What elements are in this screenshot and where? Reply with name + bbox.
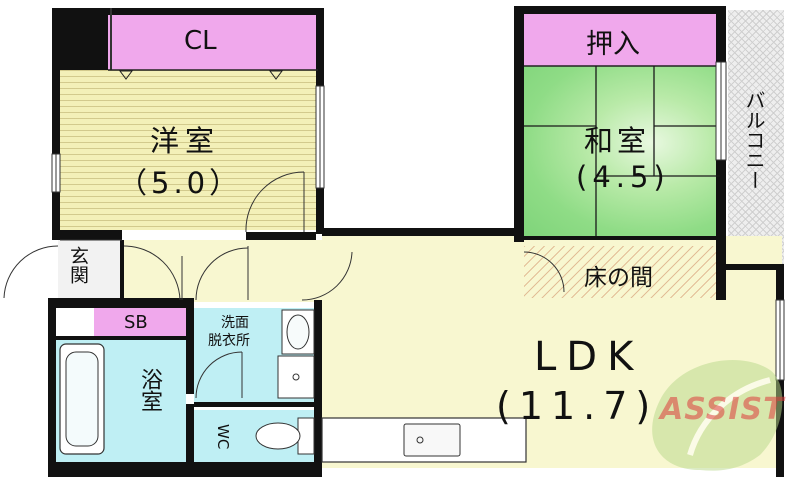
western-room-name: 洋室 <box>150 124 221 158</box>
washroom-label-line2: 脱衣所 <box>208 333 250 349</box>
genkan-floor <box>58 240 122 298</box>
wall <box>50 462 322 477</box>
sb-label: SB <box>124 312 148 333</box>
ldk-size: (11.7) <box>496 384 659 428</box>
wall <box>52 70 60 154</box>
wall <box>322 228 524 236</box>
wall <box>120 240 124 298</box>
bath-label: 浴室 <box>137 368 162 412</box>
wall <box>246 232 316 240</box>
wall <box>776 264 784 300</box>
wall <box>316 8 324 86</box>
wall <box>52 192 60 240</box>
wall <box>48 298 56 477</box>
balcony <box>728 10 784 266</box>
ldk-floor-hall <box>122 240 322 302</box>
wall <box>52 8 322 15</box>
ldk-name: LDK <box>534 334 644 380</box>
wall <box>776 380 784 477</box>
oshiire-closet <box>524 14 720 66</box>
wall <box>186 404 194 462</box>
wall <box>110 8 112 70</box>
closet-cl-label: CL <box>184 26 217 56</box>
genkan-label: 玄関 <box>67 246 89 284</box>
western-room-size: （5.0） <box>118 166 243 200</box>
western-room-floor <box>60 70 318 230</box>
wall <box>48 298 190 308</box>
wall <box>716 160 726 300</box>
closet-cl <box>108 14 318 70</box>
wall <box>316 188 324 234</box>
wall <box>60 230 122 240</box>
balcony-label: バルコニー <box>742 90 766 190</box>
wall <box>56 336 186 340</box>
oshiire-label: 押入 <box>586 29 640 60</box>
washroom-label-line1: 洗面 <box>221 315 249 331</box>
wall <box>514 6 524 242</box>
wall <box>52 8 108 70</box>
wall <box>186 298 194 394</box>
wall <box>524 236 720 240</box>
tokonoma-floor <box>524 246 720 298</box>
japanese-room-name: 和室 <box>584 124 651 158</box>
wall <box>314 300 322 477</box>
watermark-logo: ASSIST <box>660 392 785 427</box>
wc-label: WC <box>214 424 232 450</box>
japanese-room-tatami <box>524 66 720 236</box>
wall <box>726 264 784 270</box>
tokonoma-label: 床の間 <box>584 265 653 291</box>
wall <box>514 6 724 14</box>
wall <box>716 6 726 62</box>
sb-closet <box>94 308 186 336</box>
wall <box>194 402 318 407</box>
japanese-room-size: (4.5) <box>576 160 670 194</box>
